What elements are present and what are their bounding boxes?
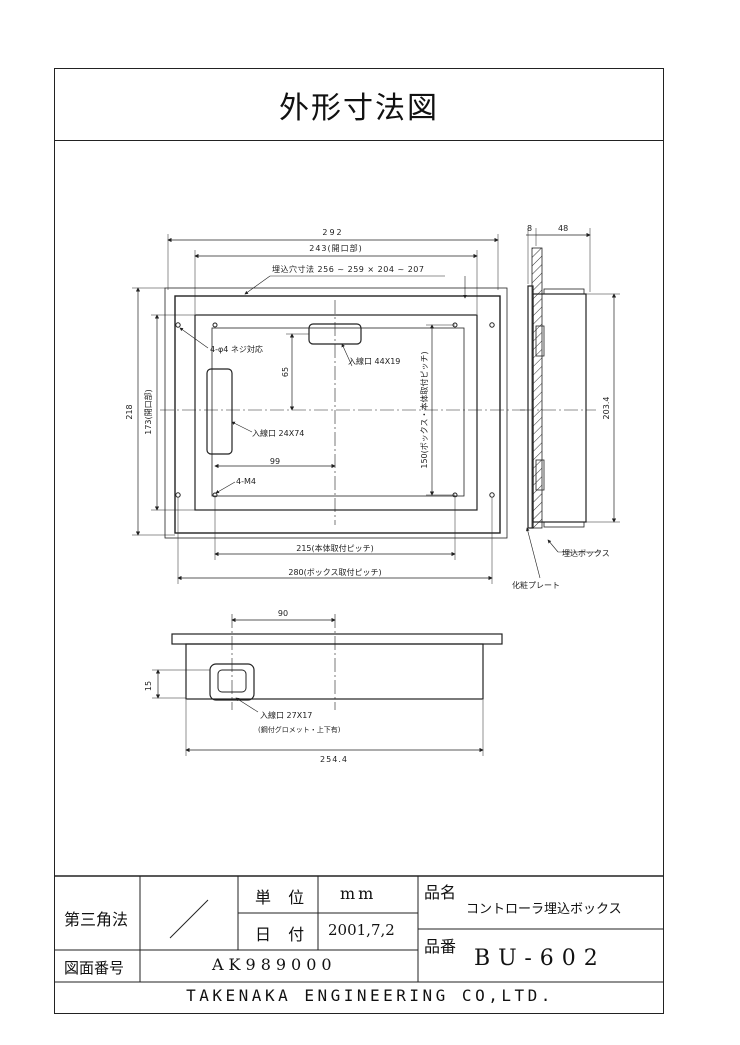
dim-292: 292 — [322, 228, 343, 237]
box-label: 埋込ボックス — [562, 548, 610, 558]
side-view — [520, 228, 620, 579]
dim-48: 48 — [558, 224, 568, 233]
dim-243: 243(開口部) — [309, 243, 363, 253]
front-view — [132, 234, 525, 584]
title-row: 外形寸法図 — [55, 69, 663, 141]
product-no: BU-602 — [474, 946, 606, 971]
screw-hole-icon — [489, 492, 495, 498]
product-name-label: 品名 — [424, 883, 457, 902]
product-name: コントローラ埋込ボックス — [466, 902, 622, 917]
entry-top-label: 入線口 44X19 — [348, 356, 400, 366]
date-label: 日 付 — [255, 925, 311, 944]
dim-65: 65 — [281, 367, 290, 377]
dim-173: 173(開口部) — [143, 389, 153, 435]
box-bottom — [185, 643, 484, 700]
drawing-no: AK989000 — [212, 955, 337, 974]
m4-hole-icon — [212, 322, 218, 328]
bottom-entry-label: 入線口 27X17 — [260, 710, 312, 720]
m4-hole-icon — [212, 492, 218, 498]
dim-215: 215(本体取付ピッチ) — [296, 543, 374, 553]
plate-label: 化粧プレート — [512, 580, 560, 590]
plate-outer — [174, 295, 501, 534]
date-value: 2001,7,2 — [328, 921, 395, 939]
cutout-label: 埋込穴寸法 256 ~ 259 × 204 ~ 207 — [272, 264, 425, 274]
bottom-view — [152, 614, 503, 756]
wall-hatch — [531, 247, 543, 529]
dim-254: 254.4 — [320, 755, 348, 764]
dim-218: 218 — [125, 404, 134, 419]
company-name: TAKENAKA ENGINEERING CO,LTD. — [186, 986, 554, 1005]
dim-99: 99 — [270, 457, 280, 466]
screw-hole-icon — [175, 492, 181, 498]
screw-label: 4-φ4 ネジ対応 — [210, 344, 263, 354]
m4-label: 4-M4 — [236, 477, 256, 486]
plate-bottom — [171, 633, 503, 645]
unit-value: mm — [340, 884, 377, 903]
entry-left-label: 入線口 24X74 — [252, 428, 304, 438]
entry-slot-left — [206, 368, 233, 455]
dim-90: 90 — [278, 609, 288, 618]
screw-hole-icon — [489, 322, 495, 328]
cutout-outline — [164, 287, 508, 539]
inner-panel — [211, 327, 465, 497]
product-no-label: 品番 — [424, 937, 457, 956]
drawing-sheet: 外形寸法図 — [54, 68, 664, 1014]
title-block-grid — [54, 875, 664, 983]
drawing-no-label: 図面番号 — [64, 959, 125, 977]
screw-hole-icon — [175, 322, 181, 328]
dim-203: 203.4 — [602, 397, 611, 420]
dim-280: 280(ボックス取付ピッチ) — [288, 567, 381, 577]
dim-15: 15 — [144, 681, 153, 691]
dim-8: 8 — [527, 224, 532, 233]
unit-label: 単 位 — [255, 888, 311, 907]
projection-method: 第三角法 — [64, 910, 129, 929]
drawing-title: 外形寸法図 — [279, 90, 439, 126]
bottom-entry-note: (鋼付グロメット・上下有) — [258, 725, 341, 734]
plate-opening — [194, 314, 478, 511]
dim-150: 150(ボックス・本体取付ピッチ) — [419, 351, 429, 468]
